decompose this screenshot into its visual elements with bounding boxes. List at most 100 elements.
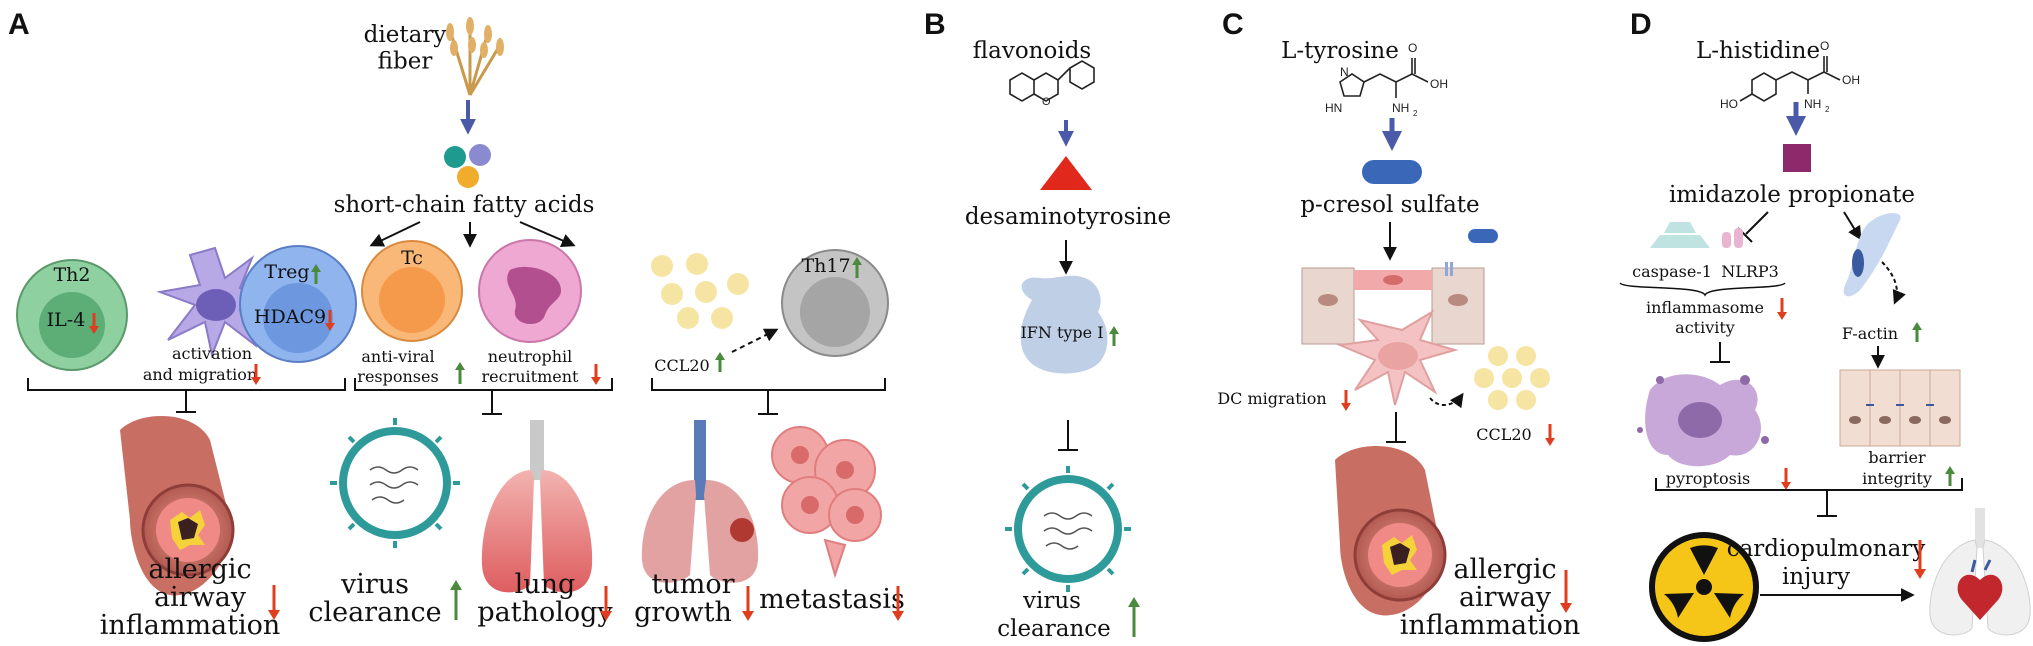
scfa-arrow-right — [519, 221, 576, 247]
radiation-icon — [1649, 532, 1759, 642]
neutrophil-label-1: neutrophil — [488, 347, 573, 366]
cell-to-factin-arrow — [1881, 261, 1906, 305]
ccl20-dots-icon — [651, 253, 749, 329]
pcs-small-pill-icon — [1468, 229, 1498, 243]
virus-clearance-label-a-1: virus — [340, 569, 409, 600]
allergic-a-down-arrow — [268, 585, 280, 620]
bracket-group-d — [1655, 478, 1963, 517]
panel-c-letter: C — [1222, 8, 1244, 41]
elongated-cell-icon — [1843, 213, 1901, 297]
neutrophil-down-arrow — [591, 364, 601, 385]
ifn-label: IFN type I — [1020, 323, 1103, 342]
svg-text:2: 2 — [1413, 109, 1418, 118]
metastasis-label: metastasis — [759, 584, 905, 615]
svg-text:OH: OH — [1842, 73, 1860, 87]
svg-text:HO: HO — [1720, 97, 1738, 111]
virus-clearance-label-b-2: clearance — [997, 616, 1111, 642]
allergic-label-a-1: allergic — [148, 554, 251, 585]
svg-text:O: O — [1042, 96, 1051, 108]
allergic-label-c-1: allergic — [1453, 554, 1556, 585]
activation-down-arrow — [251, 364, 261, 385]
barrier-label-1: barrier — [1868, 448, 1926, 467]
virus-b-up-arrow — [1128, 597, 1140, 637]
ifn-up-arrow — [1109, 326, 1119, 346]
flavonoids-label: flavonoids — [973, 38, 1091, 64]
tumor-growth-label-1: tumor — [651, 569, 734, 600]
factin-up-arrow — [1912, 322, 1922, 342]
il4-label: IL-4 — [47, 309, 86, 331]
flavonoid-structure-icon: O — [1009, 60, 1095, 108]
lung-pathology-label-2: pathology — [477, 597, 613, 628]
svg-text:O: O — [1820, 39, 1829, 53]
ccl20-dots-icon-c — [1474, 346, 1550, 410]
cardiopulmonary-down-arrow — [1914, 540, 1926, 579]
panel-d-letter: D — [1630, 8, 1652, 41]
virus-clearance-label-b-1: virus — [1022, 588, 1081, 614]
treg-up-arrow — [311, 264, 321, 284]
airway-tube-icon-c — [1335, 446, 1447, 616]
barrier-up-arrow — [1945, 466, 1955, 486]
neutrophil-label-2: recruitment — [482, 367, 580, 386]
th2-label: Th2 — [54, 264, 91, 286]
allergic-label-c-3: inflammation — [1400, 610, 1581, 641]
virus-icon-b — [1005, 466, 1131, 592]
hdac9-label: HDAC9 — [254, 306, 326, 328]
ccl20-up-arrow-a — [715, 352, 725, 372]
activation-label-1: activation — [172, 344, 252, 363]
tc-cell — [361, 240, 463, 342]
histidine-structure-icon: O OH HO NH 2 — [1720, 39, 1860, 114]
svg-text:N: N — [1340, 65, 1349, 79]
metastasis-down-arrow — [892, 586, 904, 621]
imp-to-cell-arrow — [1843, 211, 1862, 241]
inflammasome-label-2: activity — [1675, 318, 1735, 337]
pyroptosis-label: pyroptosis — [1666, 469, 1750, 488]
scfa-label: short-chain fatty acids — [334, 192, 595, 218]
panel-a-letter: A — [8, 8, 30, 41]
allergic-label-a-3: inflammation — [100, 610, 281, 641]
cardiopulmonary-label-1: cardiopulmonary — [1727, 536, 1926, 562]
airway-tube-icon-a — [120, 416, 235, 596]
dc-cell-icon — [1336, 309, 1459, 406]
heart-lung-icon — [1929, 508, 2031, 636]
ifn-inhibit-line — [1058, 420, 1078, 451]
l-histidine-label: L-histidine — [1696, 38, 1820, 64]
allergic-c-down-arrow — [1560, 570, 1572, 613]
nlrp3-icon — [1722, 228, 1743, 248]
virus-icon-a — [330, 418, 460, 548]
antiviral-up-arrow — [455, 362, 465, 384]
inflammasome-down-arrow — [1777, 298, 1787, 320]
ccl20-c-down-arrow — [1545, 424, 1555, 446]
ccl20-label-c: CCL20 — [1476, 425, 1531, 444]
th17-up-arrow — [852, 257, 862, 278]
p-cresol-sulfate-label: p-cresol sulfate — [1300, 192, 1479, 218]
scfa-arrow-left — [369, 221, 421, 247]
hdac9-down-arrow — [325, 310, 335, 331]
caspase-icon — [1650, 222, 1710, 248]
barrier-epithelium-icon — [1839, 369, 1961, 447]
tumor-growth-label-2: growth — [634, 597, 732, 628]
scfa-icon — [444, 144, 491, 188]
lung-tumor-icon — [641, 420, 759, 583]
dc-migration-down-arrow — [1341, 390, 1351, 411]
allergic-label-c-2: airway — [1459, 582, 1552, 613]
caspase-label: caspase-1 — [1632, 262, 1712, 281]
ifn-cell-icon — [1020, 275, 1108, 374]
tyrosine-structure-icon: O OH N HN NH 2 — [1325, 41, 1448, 118]
svg-text:O: O — [1408, 41, 1417, 55]
svg-text:NH: NH — [1392, 101, 1409, 115]
dc-migration-label: DC migration — [1217, 389, 1326, 408]
cardiopulmonary-label-2: injury — [1782, 564, 1850, 590]
th2-cell — [16, 259, 128, 371]
imidazole-propionate-label: imidazole propionate — [1669, 182, 1915, 208]
panel-b-letter: B — [924, 8, 946, 41]
pyroptosis-down-arrow — [1781, 468, 1791, 490]
il4-down-arrow — [89, 313, 99, 334]
treg-label: Treg — [264, 261, 309, 283]
antiviral-label-1: anti-viral — [361, 347, 434, 366]
factin-label: F-actin — [1842, 324, 1898, 343]
ccl20-to-th17-arrow — [731, 328, 779, 353]
lung-pathology-label-1: lung — [515, 569, 576, 600]
metastasis-icon — [771, 426, 882, 579]
svg-text:HN: HN — [1325, 101, 1342, 115]
